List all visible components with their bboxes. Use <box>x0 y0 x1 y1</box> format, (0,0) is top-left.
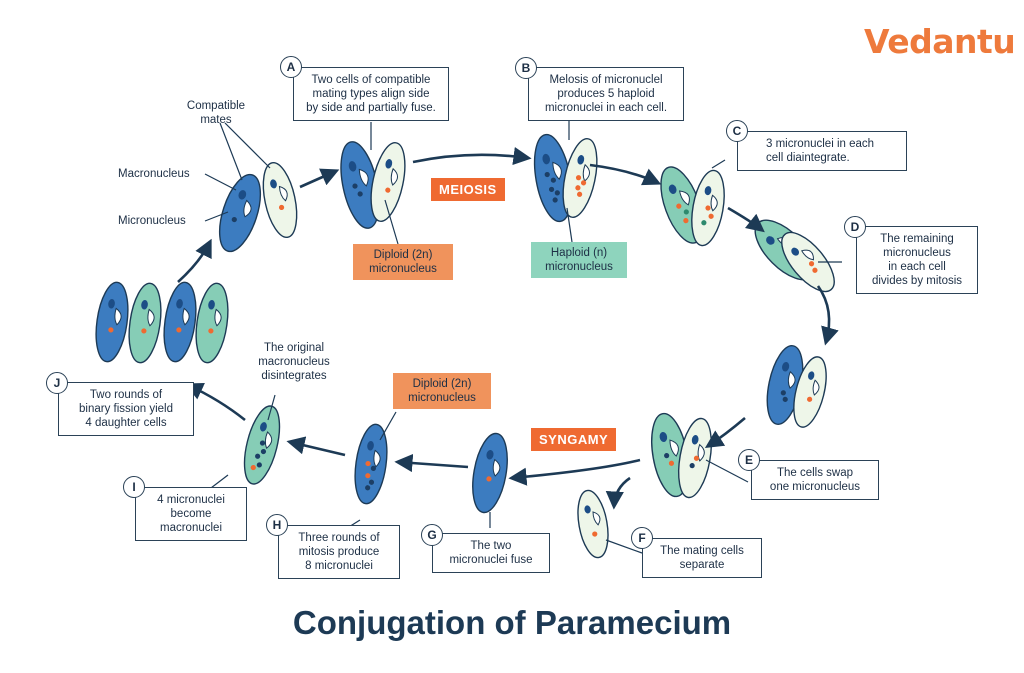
syngamy-tag: SYNGAMY <box>531 428 617 451</box>
step-e-badge: E <box>738 449 760 471</box>
cell-i <box>243 405 281 485</box>
pair-c-cell-pale <box>691 169 725 247</box>
pair-d-cell-pale <box>781 231 835 293</box>
cycle-arrow <box>412 146 532 166</box>
step-b-badge: B <box>515 57 537 79</box>
leader-line <box>711 159 726 169</box>
step-h-badge: H <box>266 514 288 536</box>
pair-b-cell-pale <box>562 138 598 218</box>
cycle-arrow <box>605 476 631 510</box>
leader-line <box>379 411 397 441</box>
step-g-box: The two micronuclei fuse <box>432 533 550 573</box>
leader-line <box>219 122 243 181</box>
step-c-badge: C <box>726 120 748 142</box>
cycle-arrow <box>177 238 212 283</box>
step-j-box: Two rounds of binary fission yield 4 dau… <box>58 382 194 436</box>
mate-cell-pale <box>262 161 298 239</box>
cycle-arrow <box>394 453 469 473</box>
step-i-badge: I <box>123 476 145 498</box>
step-j-badge: J <box>46 372 68 394</box>
mate-cell-blue <box>218 173 262 253</box>
haploid-micronucleus-tag-b: Haploid (n) micronucleus <box>531 242 627 278</box>
pair-pre-e-cell-pale <box>793 356 827 428</box>
step-i-box: 4 micronuclei become macronuclei <box>135 487 247 541</box>
cycle-arrow <box>286 436 346 457</box>
pair-b-cell-blue <box>533 133 573 223</box>
step-d-box: The remaining micronucleus in each cell … <box>856 226 978 294</box>
leader-line <box>267 394 276 421</box>
cell-f <box>577 489 609 559</box>
pair-a-cell-pale <box>370 142 406 222</box>
step-d-badge: D <box>844 216 866 238</box>
leader-line <box>605 539 643 554</box>
step-c-box: 3 micronuclei in each cell diaintegrate. <box>737 131 907 171</box>
macronucleus-label: Macronucleus <box>118 168 190 180</box>
cycle-arrow <box>704 417 746 448</box>
cycle-arrow <box>589 163 662 186</box>
cycle-arrow <box>508 458 641 486</box>
cycle-arrow <box>727 206 765 233</box>
step-g-badge: G <box>421 524 443 546</box>
vedantu-logo: Vedantu <box>864 22 1016 61</box>
leader-line <box>204 173 237 191</box>
cycle-arrow <box>816 285 839 346</box>
step-a-badge: A <box>280 56 302 78</box>
pair-e-cell-pale <box>677 417 713 499</box>
diagram-title: Conjugation of Paramecium <box>292 604 732 641</box>
cycle-arrow <box>299 168 340 189</box>
pair-a-cell-blue <box>340 141 380 229</box>
leader-line <box>705 459 749 483</box>
diploid-micronucleus-tag-a: Diploid (2n) micronucleus <box>353 244 453 280</box>
daughter-cell-1 <box>95 281 129 363</box>
leader-line <box>224 122 271 169</box>
meiosis-tag: MEIOSIS <box>431 178 505 201</box>
diploid-micronucleus-tag-h: Diploid (2n) micronucleus <box>393 373 491 409</box>
compatible-mates-label: Compatible mates <box>186 100 246 126</box>
daughter-cell-2 <box>128 282 162 364</box>
step-b-box: Melosis of micronuclel produces 5 haploi… <box>528 67 684 121</box>
leader-line <box>204 211 229 222</box>
leader-line <box>384 199 399 245</box>
leader-line <box>566 207 573 243</box>
micronucleus-label: Micronucleus <box>118 215 186 227</box>
step-e-box: The cells swap one micronucleus <box>751 460 879 500</box>
daughter-cell-3 <box>163 281 197 363</box>
step-a-box: Two cells of compatible mating types ali… <box>293 67 449 121</box>
step-h-box: Three rounds of mitosis produce 8 micron… <box>278 525 400 579</box>
cell-h <box>354 423 388 505</box>
cell-g <box>472 432 508 514</box>
original-macronucleus-label: The original macronucleus disintegrates <box>258 342 330 382</box>
daughter-cell-4 <box>195 282 229 364</box>
step-f-badge: F <box>631 527 653 549</box>
cycle-arrow <box>184 382 246 422</box>
step-f-box: The mating cells separate <box>642 538 762 578</box>
